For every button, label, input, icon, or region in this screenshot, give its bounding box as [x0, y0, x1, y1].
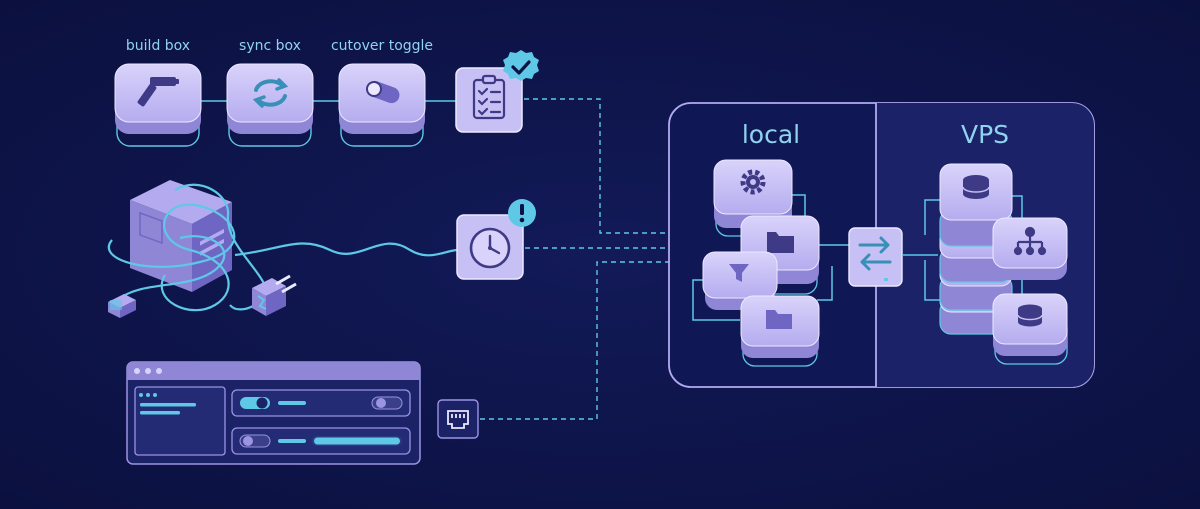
- folder-icon: [766, 310, 792, 329]
- check-badge-icon: [503, 50, 539, 81]
- network-tree-icon: [1013, 226, 1047, 256]
- local-tile-folder-lower: [740, 295, 820, 367]
- cutover-toggle-tile: [338, 63, 426, 147]
- gear-icon: [740, 169, 766, 195]
- cutover-toggle-label: cutover toggle: [331, 38, 433, 54]
- checklist-box: [455, 50, 539, 133]
- dashed-connectors: [480, 98, 670, 420]
- clock-icon: [469, 227, 511, 269]
- vps-tile-network: [992, 217, 1068, 280]
- swap-arrows-icon: [858, 236, 892, 271]
- toggle-icon: [366, 80, 400, 104]
- ethernet-plug-small: [108, 294, 136, 318]
- build-box-tile: [114, 63, 202, 147]
- ethernet-port-icon: [447, 410, 469, 429]
- power-plug-icon: [252, 274, 297, 316]
- database-icon: [962, 175, 990, 199]
- funnel-icon: [729, 264, 749, 282]
- transfer-box: [848, 227, 903, 287]
- dashboard-sidebar: [134, 386, 226, 456]
- ethernet-port-box: [437, 399, 479, 439]
- sync-box-tile: [226, 63, 314, 147]
- build-box-label: build box: [126, 38, 190, 54]
- database-icon: [1017, 304, 1043, 327]
- local-stack-links: [692, 194, 849, 321]
- local-label: local: [742, 120, 800, 149]
- sync-box-label: sync box: [239, 38, 301, 54]
- server-tower-icon: [130, 180, 232, 292]
- clock-box: [456, 199, 536, 280]
- folder-icon: [767, 232, 794, 253]
- sync-arrows-icon: [252, 78, 289, 108]
- clipboard-checklist-icon: [472, 74, 506, 120]
- alert-badge-icon: [508, 199, 536, 227]
- dashboard-window: [126, 361, 421, 465]
- vps-label: VPS: [961, 120, 1009, 149]
- tangled-cables: [108, 183, 459, 312]
- vps-tile-database-lower: [992, 293, 1068, 365]
- dashboard-row-1: [231, 389, 411, 417]
- hammer-icon: [137, 77, 179, 107]
